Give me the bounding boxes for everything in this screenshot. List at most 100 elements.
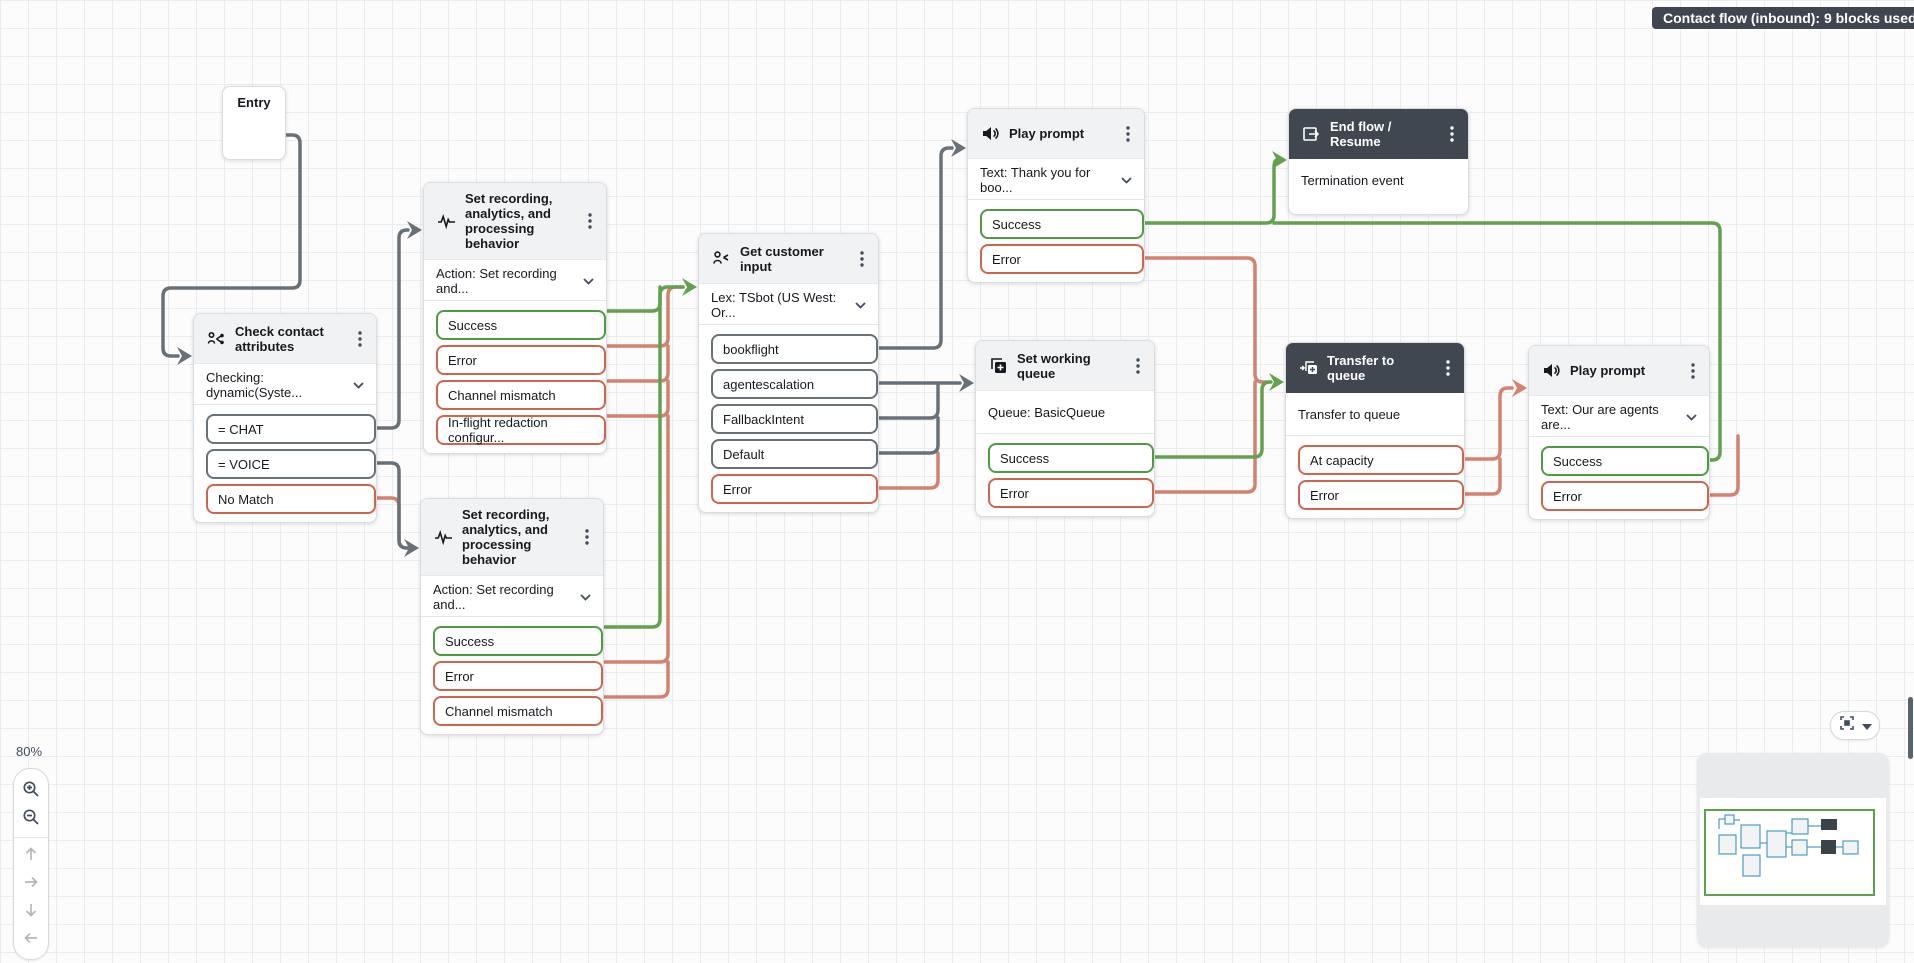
branch-error[interactable]: Error — [980, 244, 1144, 274]
branch-at-capacity[interactable]: At capacity — [1298, 445, 1464, 475]
arrow-pp2-in — [1512, 379, 1527, 397]
branch-error[interactable]: Error — [1541, 481, 1709, 511]
parameter-text: Lex: TSbot (US West: Or... — [711, 289, 837, 320]
block-transfer-to-queue[interactable]: Transfer to queue Transfer to queue At c… — [1285, 342, 1465, 519]
arrow-check-contact-in — [177, 347, 192, 365]
connector-pp2-success — [1272, 221, 1722, 462]
pan-left-button[interactable] — [14, 926, 48, 954]
block-header: Set recording, analytics, and processing… — [421, 499, 603, 576]
block-parameter-dropdown[interactable]: Action: Set recording and... — [424, 260, 606, 300]
chevron-down-icon — [1686, 409, 1697, 424]
success-connectors — [600, 158, 1722, 629]
connector-voice — [373, 461, 411, 550]
caret-down-icon — [1861, 717, 1872, 735]
block-play-prompt-2[interactable]: Play prompt Text: Our are agents are... … — [1528, 345, 1710, 520]
kebab-menu-icon[interactable] — [1130, 357, 1146, 375]
branch-error[interactable]: Error — [1298, 480, 1464, 510]
parameter-text: Text: Thank you for boo... — [980, 164, 1091, 195]
divider — [14, 837, 48, 838]
branch-fallbackintent[interactable]: FallbackIntent — [711, 404, 878, 434]
block-set-recording-2[interactable]: Set recording, analytics, and processing… — [420, 498, 604, 735]
pan-down-button[interactable] — [14, 898, 48, 926]
divider — [1529, 436, 1709, 437]
block-parameter-dropdown[interactable]: Checking: dynamic(Syste... — [194, 364, 376, 404]
zoom-in-button[interactable] — [14, 777, 48, 805]
block-header: Set working queue — [976, 341, 1154, 391]
arrow-endflow-in — [1272, 151, 1287, 169]
branch-bookflight[interactable]: bookflight — [711, 334, 878, 364]
branch-channel-mismatch[interactable]: Channel mismatch — [433, 696, 603, 726]
chevron-down-icon — [353, 377, 364, 392]
branch-error[interactable]: Error — [433, 661, 603, 691]
branch-error[interactable]: Error — [988, 478, 1154, 508]
kebab-menu-icon[interactable] — [582, 212, 598, 230]
branch-voice[interactable]: = VOICE — [206, 449, 376, 479]
branch-channel-mismatch[interactable]: Channel mismatch — [436, 380, 606, 410]
pan-left-icon — [23, 930, 39, 951]
arrow-rec2-in — [404, 539, 419, 557]
zoom-toolbar — [13, 768, 49, 960]
block-title: Get customer input — [740, 243, 824, 274]
arrow-rec1-in — [407, 221, 422, 239]
kebab-menu-icon[interactable] — [1120, 125, 1136, 143]
branch-error[interactable]: Error — [711, 474, 878, 504]
block-end-flow-resume[interactable]: End flow / Resume Termination event — [1288, 108, 1469, 215]
kebab-menu-icon[interactable] — [579, 528, 595, 546]
block-play-prompt-1[interactable]: Play prompt Text: Thank you for boo... S… — [967, 108, 1145, 283]
minimap[interactable] — [1697, 753, 1889, 947]
minimap-viewport[interactable] — [1704, 809, 1875, 896]
divider — [194, 404, 376, 405]
block-parameter-dropdown[interactable]: Action: Set recording and... — [421, 576, 603, 616]
branch-success[interactable]: Success — [1541, 446, 1709, 476]
connector-rec1-success — [603, 285, 662, 313]
block-parameter-dropdown[interactable]: Text: Thank you for boo... — [968, 159, 1144, 199]
input-arrowheads — [177, 139, 1527, 557]
end-flow-icon — [1301, 124, 1321, 144]
block-parameter-dropdown[interactable]: Text: Our are agents are... — [1529, 396, 1709, 436]
pan-up-button[interactable] — [14, 842, 48, 870]
connector-nomatch — [373, 496, 411, 550]
block-header: End flow / Resume — [1289, 109, 1468, 159]
block-header: Set recording, analytics, and processing… — [424, 183, 606, 260]
branch-success[interactable]: Success — [988, 443, 1154, 473]
zoom-out-button[interactable] — [14, 805, 48, 833]
branch-default[interactable]: Default — [711, 439, 878, 469]
block-get-customer-input[interactable]: Get customer input Lex: TSbot (US West: … — [698, 233, 879, 513]
body-text: Termination event — [1301, 173, 1404, 188]
branch-no-match[interactable]: No Match — [206, 484, 376, 514]
block-check-contact-attributes[interactable]: Check contact attributes Checking: dynam… — [193, 313, 377, 523]
play-prompt-speaker-icon — [1541, 361, 1561, 381]
fit-view-button[interactable] — [1830, 711, 1880, 740]
kebab-menu-icon[interactable] — [854, 250, 870, 268]
block-body-text: Termination event — [1289, 159, 1468, 198]
kebab-menu-icon[interactable] — [1440, 359, 1456, 377]
branch-chat[interactable]: = CHAT — [206, 414, 376, 444]
kebab-menu-icon[interactable] — [1685, 362, 1701, 380]
branch-success[interactable]: Success — [433, 626, 603, 656]
branch-success[interactable]: Success — [980, 209, 1144, 239]
branch-error[interactable]: Error — [436, 345, 606, 375]
branch-inflight-redaction[interactable]: In-flight redaction configur... — [436, 415, 606, 445]
neutral-connectors — [161, 133, 962, 550]
arrow-getci-in — [682, 278, 697, 296]
arrow-transfer-in — [1269, 373, 1284, 391]
block-parameter-dropdown[interactable]: Lex: TSbot (US West: Or... — [699, 284, 878, 324]
kebab-menu-icon[interactable] — [1444, 125, 1460, 143]
block-set-working-queue[interactable]: Set working queue Queue: BasicQueue Succ… — [975, 340, 1155, 517]
vertical-scrollbar-thumb[interactable] — [1908, 697, 1913, 759]
connector-setwq-error — [1151, 380, 1257, 494]
divider — [424, 300, 606, 301]
connector-rec1-error — [603, 285, 685, 348]
connector-pp1-error — [1141, 256, 1270, 384]
kebab-menu-icon[interactable] — [352, 330, 368, 348]
branch-agentescalation[interactable]: agentescalation — [711, 369, 878, 399]
branch-success[interactable]: Success — [436, 310, 606, 340]
pan-up-icon — [23, 846, 39, 867]
block-entry[interactable]: Entry — [222, 86, 286, 160]
pan-right-button[interactable] — [14, 870, 48, 898]
block-set-recording-1[interactable]: Set recording, analytics, and processing… — [423, 182, 607, 454]
connector-setwq-success — [1151, 380, 1273, 459]
connector-rec2-success — [600, 285, 685, 629]
divider — [699, 324, 878, 325]
